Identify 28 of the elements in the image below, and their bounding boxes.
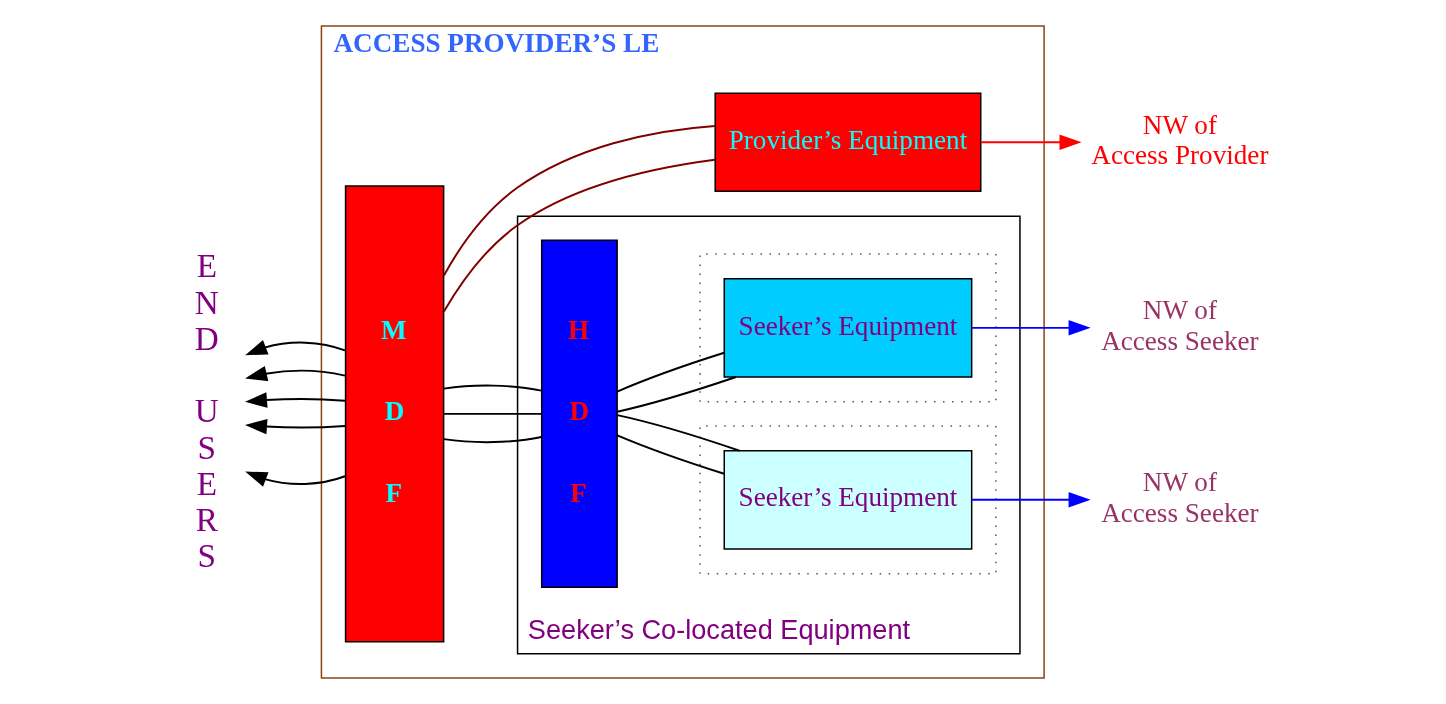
node-box: H D F bbox=[540, 239, 618, 589]
node-box: M D F bbox=[344, 185, 444, 643]
cluster bbox=[698, 253, 997, 403]
node-box: Seeker’s Equipment bbox=[723, 450, 972, 550]
connector bbox=[442, 412, 542, 415]
arrow bbox=[244, 471, 346, 487]
connector bbox=[615, 376, 737, 413]
cluster bbox=[698, 425, 997, 575]
arrow bbox=[244, 366, 346, 382]
connector bbox=[442, 384, 542, 392]
arrow bbox=[244, 340, 346, 356]
node-box: Seeker’s Equipment bbox=[723, 278, 972, 378]
arrow bbox=[970, 492, 1091, 508]
node-box: Provider’s Equipment bbox=[713, 92, 981, 193]
arrow bbox=[970, 320, 1091, 336]
node-text: NW of Access Seeker bbox=[1100, 467, 1259, 528]
connector bbox=[615, 351, 725, 393]
arrow bbox=[244, 392, 346, 408]
connector bbox=[442, 158, 716, 313]
connector bbox=[615, 414, 740, 452]
connector bbox=[442, 436, 542, 444]
node-text: NW of Access Seeker bbox=[1100, 295, 1259, 356]
connector bbox=[615, 434, 725, 475]
arrow bbox=[244, 418, 346, 435]
connector bbox=[442, 124, 716, 277]
node-text: END USERS bbox=[194, 247, 219, 575]
arrow bbox=[979, 134, 1082, 150]
node-text: NW of Access Provider bbox=[1090, 109, 1268, 171]
